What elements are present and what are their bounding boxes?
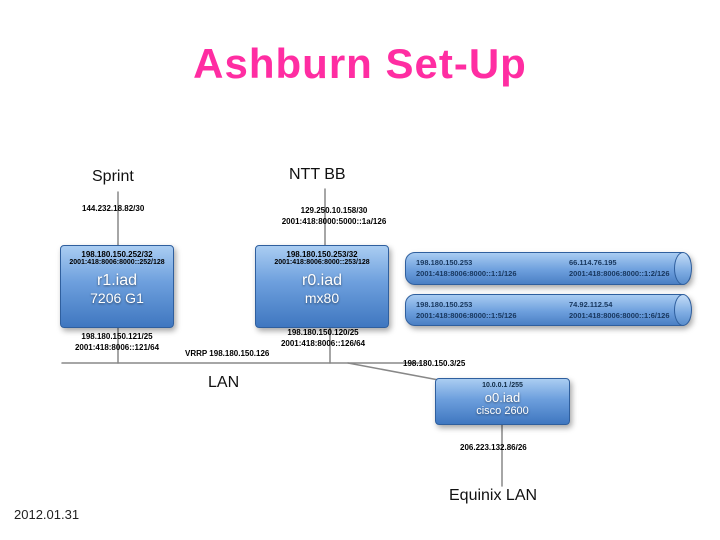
router-o0-box: 10.0.0.1 /255 o0.iad cisco 2600	[435, 378, 570, 425]
o0-name: o0.iad	[484, 390, 521, 405]
r1-ipv6: 2001:418:8006:8000::252/128	[69, 259, 165, 266]
o0-ip: 10.0.0.1 /255	[482, 382, 523, 389]
r1-ip: 198.180.150.252/32	[81, 250, 153, 259]
ntt-ip: 129.250.10.158/30	[300, 206, 368, 215]
transit-pipe-2: 198.180.150.253 2001:418:8006:8000::1:5/…	[405, 294, 692, 326]
page-title: Ashburn Set-Up	[193, 40, 527, 87]
r1-lan-ipv6: 2001:418:8006::121/64	[74, 342, 160, 352]
pipe-1-cap	[674, 252, 692, 285]
pipe-1-local-ipv6: 2001:418:8006:8000::1:1/126	[416, 268, 517, 278]
router-r0-box: 198.180.150.253/32 2001:418:8006:8000::2…	[255, 245, 389, 328]
equinix-lan-label: Equinix LAN	[449, 487, 538, 504]
r0-ip: 198.180.150.253/32	[286, 250, 358, 259]
r1-name: r1.iad	[96, 272, 138, 289]
pipe-2-remote-ipv6: 2001:418:8006:8000::1:6/126	[569, 310, 670, 320]
r1-model: 7206 G1	[90, 290, 144, 306]
r1-lan-addresses: 198.180.150.121/25 2001:418:8006::121/64	[56, 332, 178, 354]
r0-model: mx80	[304, 290, 340, 306]
r0-name: r0.iad	[301, 272, 343, 289]
sprint-ip: 144.232.18.82/30	[82, 204, 145, 213]
r0-lan-addresses: 198.180.150.120/25 2001:418:8006::126/64	[262, 328, 384, 350]
r0-ipv6: 2001:418:8006:8000::253/128	[274, 259, 370, 266]
r1-lan-ip: 198.180.150.121/25	[81, 332, 153, 341]
ntt-addresses: 129.250.10.158/30 2001:418:8000:5000::1a…	[268, 206, 400, 228]
pipe-1-remote: 66.114.76.195 2001:418:8006:8000::1:2/12…	[569, 258, 670, 280]
pipe-1-remote-ipv6: 2001:418:8006:8000::1:2/126	[569, 268, 670, 278]
pipe-1-local-ip: 198.180.150.253	[416, 258, 473, 267]
pipe-2-local-ipv6: 2001:418:8006:8000::1:5/126	[416, 310, 517, 320]
o0-downstream-ip: 206.223.132.86/26	[460, 443, 527, 452]
lan-label: LAN	[208, 374, 240, 391]
pipe-2-local-ip: 198.180.150.253	[416, 300, 473, 309]
lan-branch-ip: 198.180.150.3/25	[403, 359, 466, 368]
r0-lan-ipv6: 2001:418:8006::126/64	[280, 338, 366, 348]
sprint-label: Sprint	[92, 168, 134, 185]
vrrp-label: VRRP 198.180.150.126	[185, 349, 270, 358]
r0-lan-ip: 198.180.150.120/25	[287, 328, 359, 337]
pipe-1-local: 198.180.150.253 2001:418:8006:8000::1:1/…	[416, 258, 517, 280]
pipe-1-remote-ip: 66.114.76.195	[569, 258, 617, 267]
pipe-2-remote: 74.92.112.54 2001:418:8006:8000::1:6/126	[569, 300, 670, 322]
o0-model: cisco 2600	[476, 405, 529, 417]
pipe-2-cap	[674, 294, 692, 326]
transit-pipe-1: 198.180.150.253 2001:418:8006:8000::1:1/…	[405, 252, 692, 285]
slide-date: 2012.01.31	[14, 507, 80, 522]
pipe-2-remote-ip: 74.92.112.54	[569, 300, 613, 309]
pipe-2-local: 198.180.150.253 2001:418:8006:8000::1:5/…	[416, 300, 517, 322]
router-r1-box: 198.180.150.252/32 2001:418:8006:8000::2…	[60, 245, 174, 328]
ntt-ipv6: 2001:418:8000:5000::1a/126	[281, 216, 387, 226]
ntt-label: NTT BB	[289, 166, 346, 183]
